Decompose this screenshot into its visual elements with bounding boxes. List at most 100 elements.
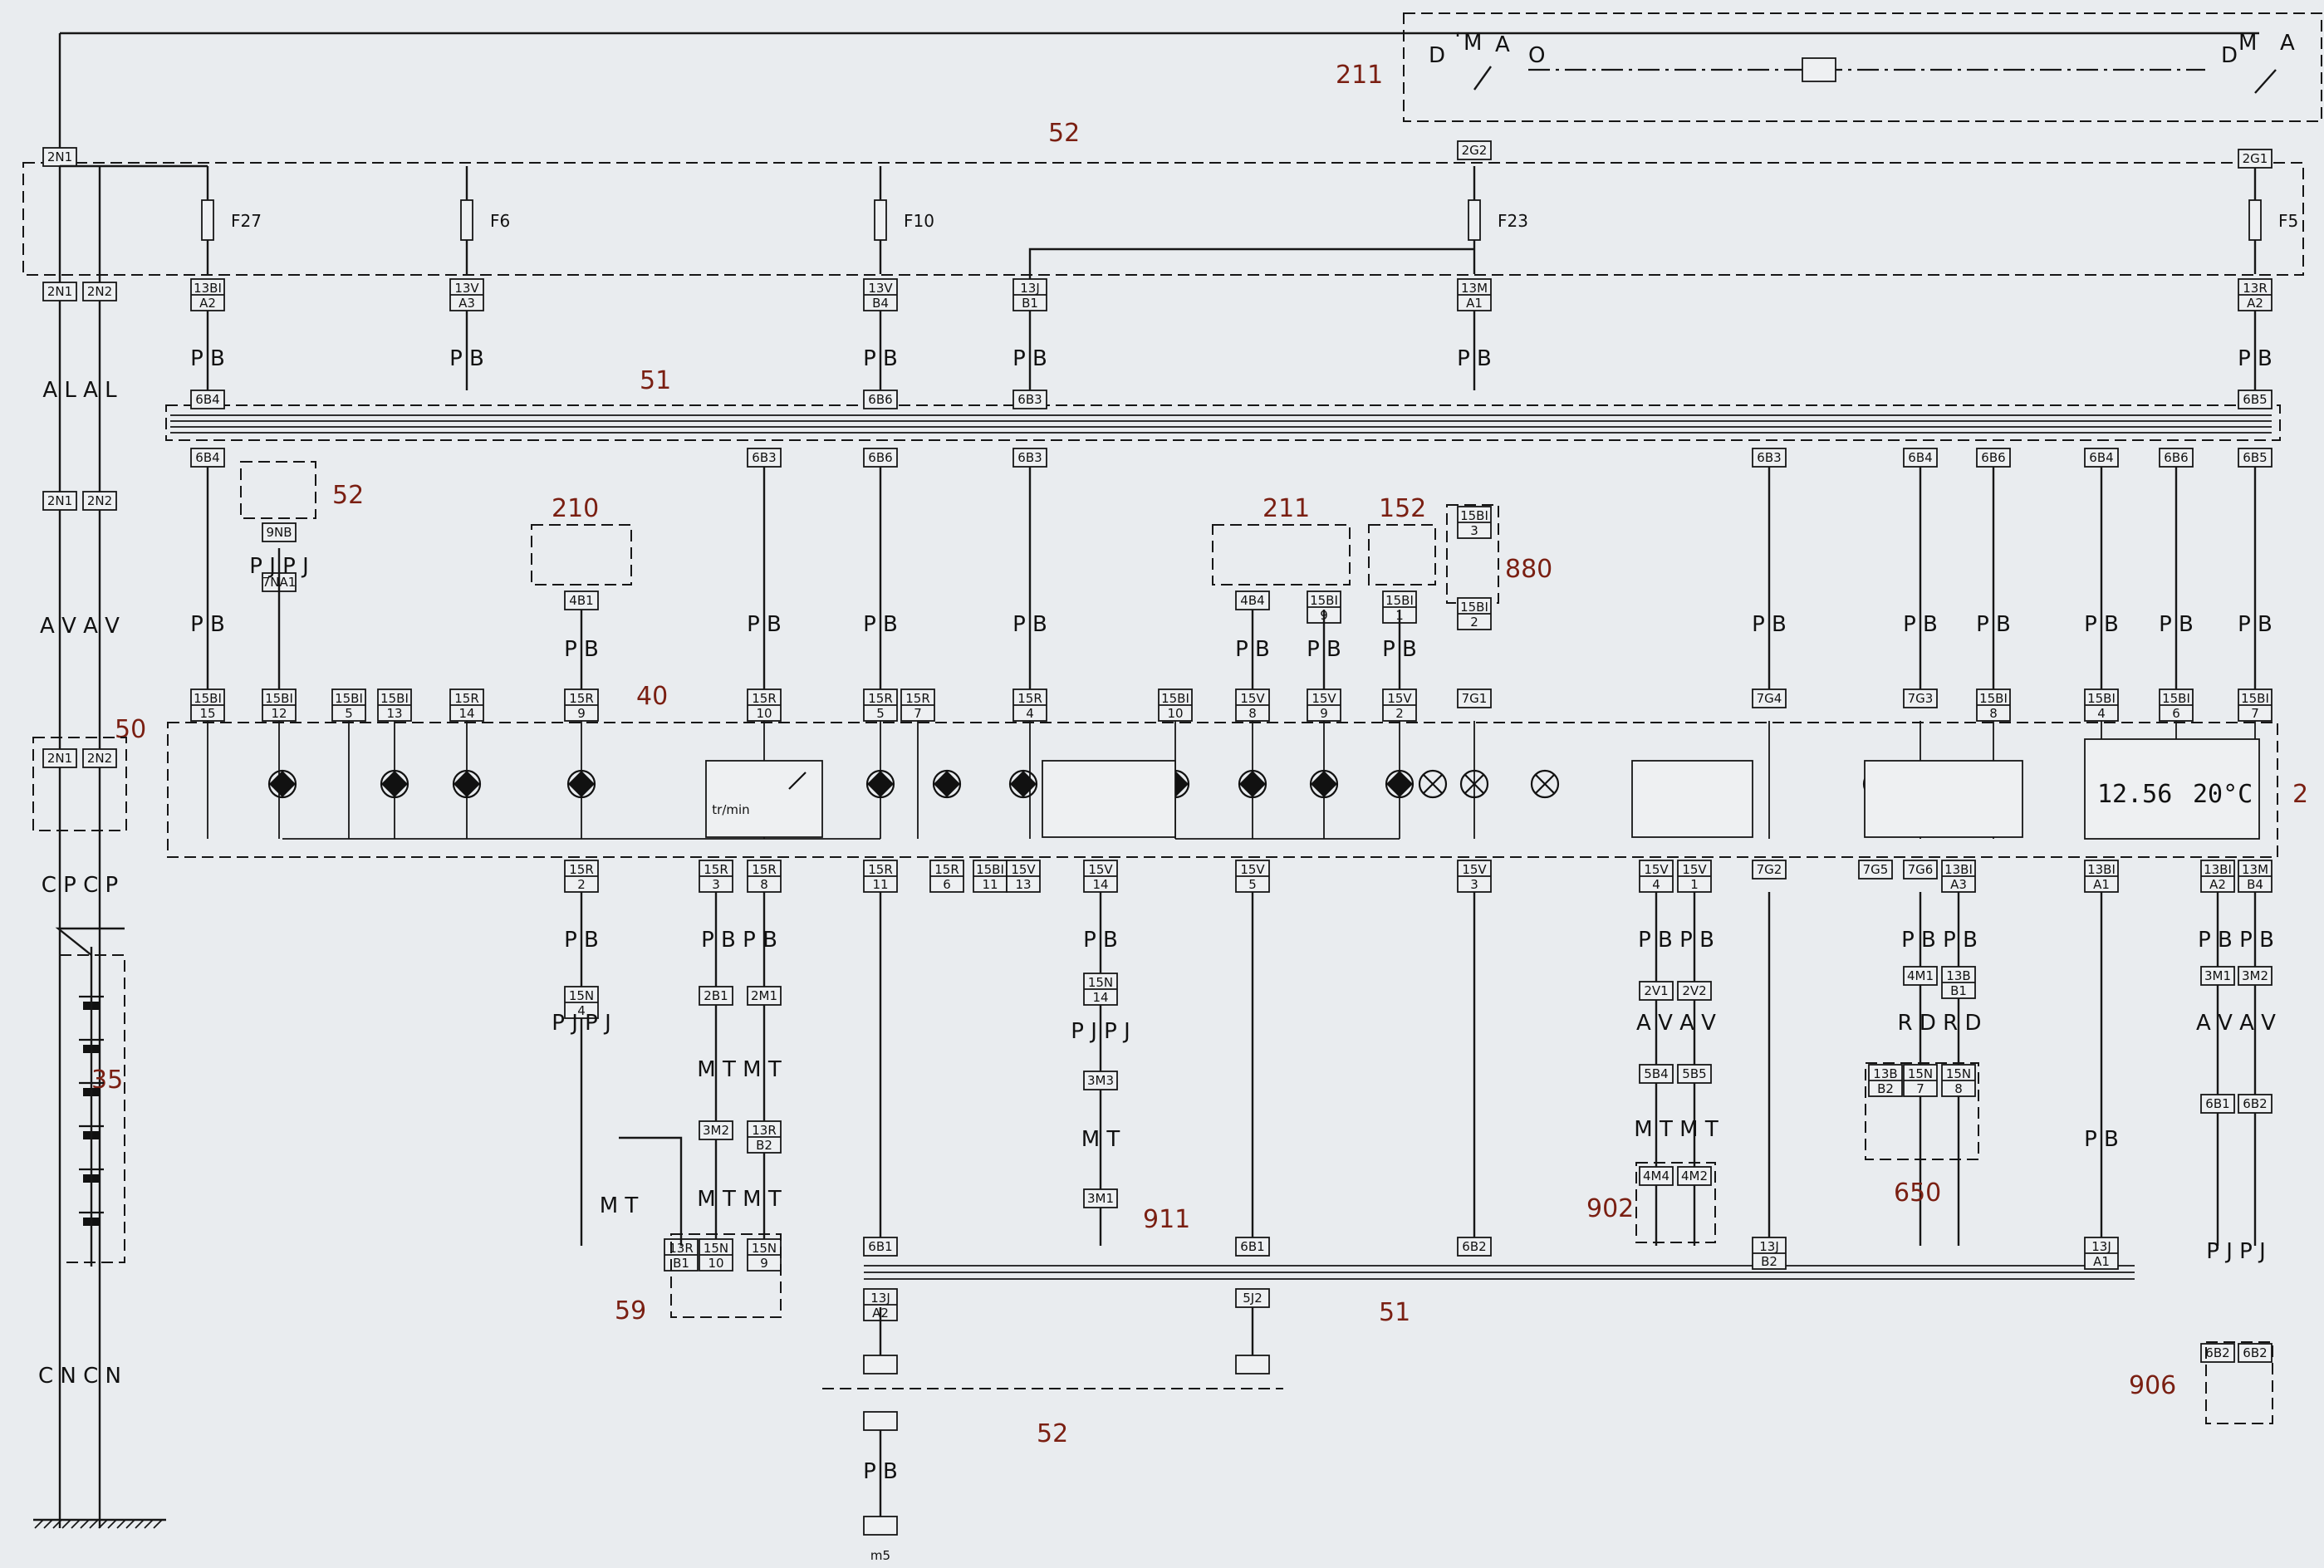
connector-label: 4M1 (1907, 968, 1934, 983)
connector-box (42, 282, 77, 301)
tail-label: m5 (870, 1548, 890, 1563)
fuse-label: F23 (1498, 211, 1528, 231)
connector-label: 7G2 (1757, 862, 1782, 877)
wire-code: P B (190, 346, 225, 371)
connector-label: 15BI (2162, 691, 2190, 706)
connector-pin: A2 (199, 296, 216, 311)
module-number-50: 50 (115, 715, 146, 744)
fuse-label: F5 (2278, 211, 2298, 231)
module-650-frame (1865, 1062, 1979, 1160)
wire-code: P B P B (701, 928, 777, 953)
module-210-frame (1368, 524, 1436, 586)
wire-code: A V A V (40, 614, 120, 639)
connector-box (1752, 860, 1787, 880)
wire-code: P J P J (2206, 1239, 2266, 1264)
connector-label: 15N (1908, 1066, 1933, 1081)
connector-label: 13BI (1944, 862, 1973, 877)
connector-pin: 15 (199, 706, 215, 721)
connector-box (1083, 1188, 1118, 1208)
connector-pin: 8 (1989, 706, 1998, 721)
switch-a2: A (2280, 31, 2295, 56)
lamp-fill (1010, 771, 1037, 797)
connector-pin: 4 (2097, 706, 2106, 721)
wire-code: P B (1012, 346, 1047, 371)
wire-code: P B (1976, 612, 2011, 637)
module-number-59: 52 (332, 481, 364, 510)
module-902-frame (1635, 1162, 1716, 1243)
connector-box (699, 986, 733, 1006)
connector-pin: 2 (577, 877, 586, 892)
connector-label: 15R (704, 862, 728, 877)
module-number-210: 152 (1379, 494, 1426, 523)
switch-o: O (1528, 43, 1545, 68)
connector-box (1903, 688, 1938, 708)
connector-label: 6B4 (195, 392, 219, 407)
connector-pin: 5 (345, 706, 353, 721)
connector-label: 15BI (265, 691, 293, 706)
wire-code: P J P J (552, 1011, 611, 1036)
lamp-fill (1311, 771, 1337, 797)
wire-code: M T (600, 1193, 639, 1218)
connector-label: 4B4 (1240, 593, 1264, 608)
module-number-211: 210 (552, 494, 599, 523)
wire-code: M T M T (697, 1057, 782, 1082)
connector-label: 13J (1020, 281, 1040, 296)
connector-pin: 8 (1248, 706, 1257, 721)
earth-hatch (98, 1519, 108, 1529)
connector-label: 2G1 (2243, 151, 2268, 166)
connector-label: 15R (569, 691, 594, 706)
connector-label: 15N (1946, 1066, 1971, 1081)
connector-label: 13J (870, 1291, 890, 1306)
module-51-harness-frame (165, 404, 2281, 441)
connector-pin: 13 (1015, 877, 1031, 892)
connector-label: 15BI (1385, 593, 1414, 608)
connector-box (2238, 1094, 2273, 1114)
lamp-fill (269, 771, 296, 797)
connector-label: 15V (1312, 691, 1336, 706)
lamp-fill (1386, 771, 1413, 797)
module-50-frame (32, 737, 127, 831)
lamp-cross (1535, 774, 1555, 794)
module-152-frame (670, 1233, 782, 1318)
connector-label: 15BI (1979, 691, 2008, 706)
connector-label: 13R (669, 1241, 694, 1256)
connector-label: 15BI (194, 691, 222, 706)
fuse-body (2248, 199, 2262, 241)
connector-label: 15R (454, 691, 479, 706)
connector-label: 6B4 (195, 450, 219, 465)
connector-label: 15BI (976, 862, 1004, 877)
connector-label: 6B3 (1017, 392, 1042, 407)
connector-pin: B1 (1022, 296, 1038, 311)
earth-hatch (71, 1519, 81, 1529)
connector-box (82, 282, 117, 301)
lamp-cross (1464, 774, 1484, 794)
connector-label: 2M1 (751, 988, 777, 1003)
connector-label: 15V (1682, 862, 1707, 877)
connector-label: 6B2 (2205, 1345, 2229, 1360)
connector-pin: A3 (458, 296, 475, 311)
connector-pin: B2 (1877, 1081, 1894, 1096)
module-number-911: 911 (1143, 1205, 1190, 1234)
connector-pin: 7 (1916, 1081, 1924, 1096)
switch-a: A (1495, 32, 1510, 57)
earth-hatch (107, 1519, 117, 1529)
connector-label: 15N (752, 1241, 777, 1256)
connector-pin: 6 (2172, 706, 2180, 721)
wire-code: M T M T (1634, 1117, 1718, 1142)
wire-code: P B (1012, 612, 1047, 637)
display-temp: 20°C (2193, 780, 2253, 809)
connector-pin: 6 (943, 877, 951, 892)
wire-code: P B (1307, 637, 1341, 662)
connector-pin: 12 (271, 706, 287, 721)
earth-hatch (89, 1519, 99, 1529)
connector-label: 15BI (1460, 600, 1488, 615)
connector-box (1457, 688, 1492, 708)
connector-label: 3M2 (703, 1123, 729, 1138)
wire-code: P B (1752, 612, 1787, 637)
connector-label: 6B1 (868, 1239, 892, 1254)
connector-pin: 14 (458, 706, 474, 721)
connector-label: 15N (569, 988, 594, 1003)
switch-m: M (1464, 31, 1482, 56)
connector-pin: 7 (2251, 706, 2259, 721)
